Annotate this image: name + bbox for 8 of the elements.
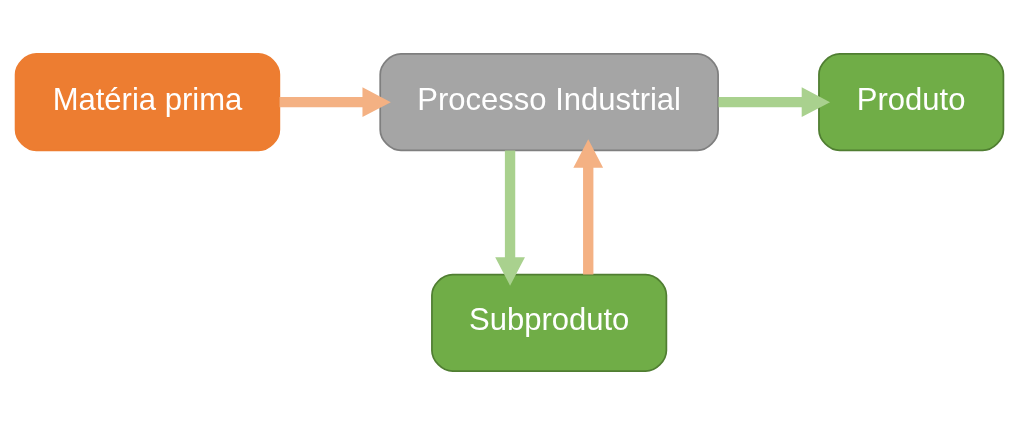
arrow [573, 139, 604, 275]
node-box: Matéria prima [14, 53, 281, 152]
node-box: Subproduto [431, 273, 668, 372]
node-box: Processo Industrial [379, 53, 719, 152]
arrow [495, 150, 525, 286]
node-box: Produto [818, 53, 1005, 152]
arrow [279, 87, 391, 118]
arrow [718, 87, 831, 118]
